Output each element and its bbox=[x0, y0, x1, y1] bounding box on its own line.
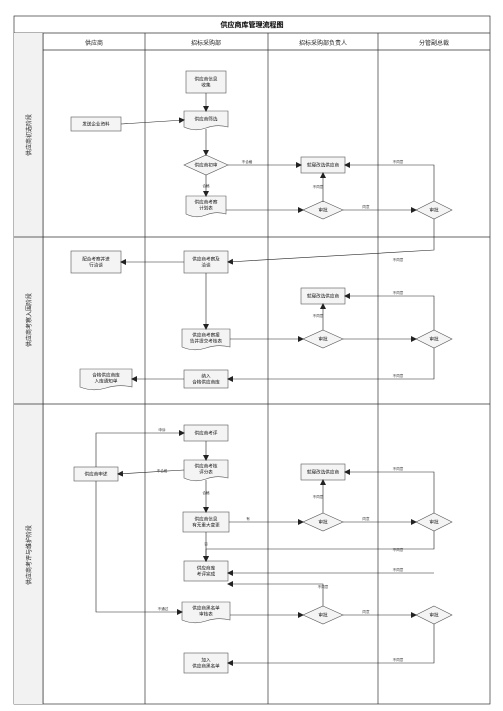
node-s3-review2 bbox=[302, 605, 344, 625]
flow-shapes bbox=[70, 70, 453, 674]
flow-edge-labels: 不合格合格同意不同意不同意不同意不同意不同意不同意申诉不合格合格有同意不同意不同… bbox=[157, 159, 404, 662]
node-text-s3-change: 有无重大变更 bbox=[192, 522, 220, 529]
node-text-s1-review: 审批 bbox=[318, 207, 328, 214]
node-text-s3-add: 加入 bbox=[201, 657, 211, 664]
edge-label-10: 申诉 bbox=[158, 427, 166, 432]
node-text-s1-send: 发送企业资料 bbox=[82, 121, 110, 128]
node-text-s3-evaluate: 供应商考评 bbox=[195, 430, 218, 437]
node-s2-notice bbox=[79, 368, 133, 391]
node-text-s2-notice: 合格供应商库 bbox=[92, 371, 120, 378]
node-text-s3-blacklist: 供应商黑名单 bbox=[192, 604, 220, 611]
node-text-s1-vp: 审批 bbox=[429, 207, 439, 214]
edge-label-8: 不同意 bbox=[393, 290, 404, 295]
edge-label-6: 不同意 bbox=[393, 257, 404, 262]
node-text-s1-reselect: 就寝改选供应商 bbox=[307, 162, 340, 169]
node-text-s3-score: 供应商考核 bbox=[195, 462, 218, 469]
node-text-s3-vp2: 审批 bbox=[429, 612, 439, 619]
edge-label-12: 合格 bbox=[202, 490, 210, 495]
connector-10 bbox=[227, 219, 435, 265]
node-text-s2-reselect: 就寝改选供应商 bbox=[307, 293, 340, 300]
node-text-s2-notice: 入库通知单 bbox=[95, 377, 118, 384]
node-text-s3-review: 审批 bbox=[318, 519, 328, 526]
edge-label-5: 不同意 bbox=[393, 159, 404, 164]
connector-26 bbox=[344, 469, 435, 513]
column-header-procurement-head: 招标采购部负责人 bbox=[299, 39, 347, 47]
flow-connectors bbox=[95, 93, 435, 666]
edge-label-21: 同意 bbox=[362, 609, 370, 614]
edge-label-19: 不同意 bbox=[393, 567, 404, 572]
column-header-vp: 分管副总裁 bbox=[419, 39, 449, 47]
edge-label-22: 不同意 bbox=[318, 584, 329, 589]
edge-label-1: 不合格 bbox=[242, 159, 253, 164]
node-text-s3-reselect: 就寝改选供应商 bbox=[307, 469, 340, 476]
node-text-s3-done: 供应商库 bbox=[197, 565, 216, 572]
node-s3-review bbox=[302, 512, 344, 532]
node-text-s2-report: 告并提交考核表 bbox=[190, 337, 223, 344]
chart-title: 供应商库管理流程图 bbox=[220, 20, 284, 29]
node-text-s3-change: 供应商信息 bbox=[195, 516, 218, 523]
node-text-s3-blacklist: 审核表 bbox=[199, 610, 213, 617]
node-text-s3-add: 供应商黑名单 bbox=[192, 663, 220, 670]
stage-label-initial: 供应商初选阶段 bbox=[25, 114, 33, 156]
edge-label-7: 不同意 bbox=[313, 313, 324, 318]
connector-30 bbox=[95, 481, 183, 615]
connector-2 bbox=[120, 117, 185, 125]
node-text-s3-vp: 审批 bbox=[429, 519, 439, 526]
stage-label-evaluation: 供应商考评与维护阶段 bbox=[25, 525, 33, 585]
node-text-s1-plan: 供应商考察 bbox=[195, 198, 218, 205]
edge-label-2: 合格 bbox=[202, 183, 210, 188]
node-text-s1-plan: 计划表 bbox=[199, 204, 213, 211]
node-text-s2-inspect: 供应商考察及 bbox=[192, 256, 220, 263]
edge-label-18: 否 bbox=[204, 542, 208, 546]
node-text-s2-assist: 行洽谈 bbox=[89, 262, 103, 269]
edge-label-11: 不合格 bbox=[157, 468, 168, 473]
edge-label-3: 同意 bbox=[362, 204, 370, 209]
connector-21 bbox=[95, 430, 185, 467]
connector-20 bbox=[117, 469, 185, 477]
node-s3-blacklist bbox=[181, 601, 231, 624]
edge-label-17: 不同意 bbox=[393, 547, 404, 552]
connector-16 bbox=[344, 293, 435, 330]
connector-9 bbox=[344, 162, 435, 201]
edge-label-20: 不通过 bbox=[158, 606, 169, 611]
edge-label-13: 有 bbox=[246, 516, 250, 521]
node-text-s2-review: 审批 bbox=[318, 336, 328, 343]
node-text-s2-vp: 审批 bbox=[429, 336, 439, 343]
node-text-s2-report: 供应商考察报 bbox=[192, 331, 220, 338]
node-text-s1-collect: 供应商信息 bbox=[195, 76, 218, 83]
node-text-s1-collect: 收集 bbox=[201, 82, 211, 89]
edge-label-23: 不同意 bbox=[393, 657, 404, 662]
column-header-procurement: 招标采购部 bbox=[191, 39, 221, 47]
edge-label-4: 不同意 bbox=[313, 184, 324, 189]
node-text-s3-done: 考评完成 bbox=[197, 571, 216, 578]
connector-33 bbox=[227, 581, 324, 606]
node-s2-review bbox=[302, 329, 344, 349]
connector-17 bbox=[227, 348, 435, 382]
flow-node-texts: 供应商信息收集发送企业资料供应商筛选供应商初审供应商考察计划表就寝改选供应商审批… bbox=[82, 76, 439, 670]
edge-label-16: 不同意 bbox=[393, 466, 404, 471]
node-text-s3-score: 评分表 bbox=[199, 468, 213, 475]
node-text-s3-apply: 供应商申述 bbox=[85, 471, 108, 478]
node-s2-report bbox=[181, 328, 231, 351]
node-s1-screen bbox=[183, 110, 229, 131]
node-text-s1-prelim: 供应商初审 bbox=[195, 162, 218, 169]
connector-34 bbox=[227, 624, 435, 666]
column-header-supplier: 供应商 bbox=[85, 39, 103, 47]
node-s3-score bbox=[183, 459, 229, 482]
edge-label-14: 同意 bbox=[362, 516, 370, 521]
connector-27 bbox=[203, 531, 435, 562]
edge-label-15: 不同意 bbox=[313, 494, 324, 499]
node-text-s2-assist: 配合考察并进 bbox=[82, 256, 110, 263]
node-text-s1-screen: 供应商筛选 bbox=[195, 115, 218, 122]
node-s1-review bbox=[302, 200, 344, 220]
node-text-s3-review2: 审批 bbox=[318, 612, 328, 619]
node-text-s2-enter: 纳入 bbox=[201, 373, 211, 380]
stage-label-inspection: 供应商考察入围阶段 bbox=[25, 293, 33, 347]
node-text-s2-inspect: 洽谈 bbox=[201, 262, 211, 269]
edge-label-9: 不同意 bbox=[393, 373, 404, 378]
node-s1-plan bbox=[185, 195, 227, 218]
node-text-s2-enter: 合格供应商库 bbox=[192, 379, 220, 386]
